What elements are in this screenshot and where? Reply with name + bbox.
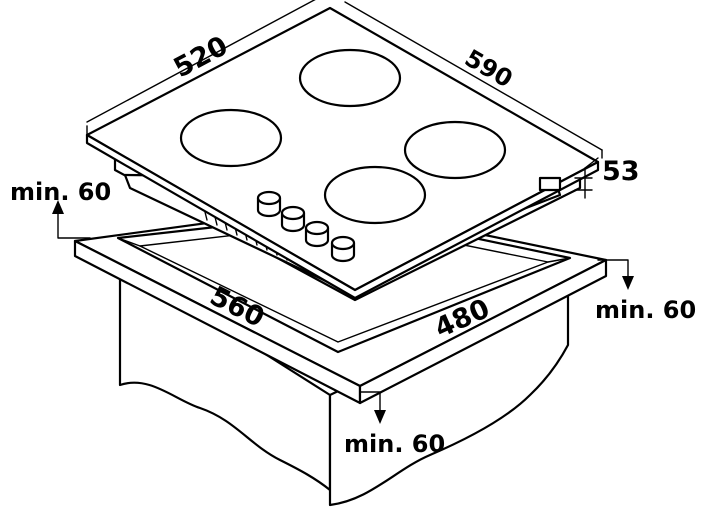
cutout-inner-corner [139, 245, 549, 343]
hob-glass-edge [85, 133, 600, 300]
hob [85, 6, 600, 302]
control-knob-3 [304, 220, 330, 248]
dimension-560-line [117, 237, 339, 353]
clearance-label-right: min. 60 [595, 296, 696, 324]
clearance-label-front: min. 60 [344, 430, 445, 458]
clearance-front-arrow [359, 391, 386, 424]
dimension-590 [344, 1, 603, 159]
cooking-zone-front [323, 165, 427, 225]
dimension-label-590: 590 [460, 44, 517, 93]
clearance-label-left: min. 60 [10, 178, 111, 206]
dimension-label-53: 53 [602, 156, 640, 187]
dimension-480-line [337, 257, 571, 353]
clearance-left-arrow [52, 200, 91, 239]
hob-side-bracket [538, 176, 562, 192]
control-knob-4 [330, 235, 356, 263]
cabinet [118, 260, 570, 507]
countertop-side-edge [358, 258, 608, 405]
cooking-zone-back [298, 48, 402, 108]
cooking-zone-right [403, 120, 507, 180]
control-knob-1 [256, 190, 282, 218]
cooking-zone-left [179, 108, 283, 168]
clearance-right-arrow [597, 259, 634, 290]
control-knob-2 [280, 205, 306, 233]
cabinet-front-wall [118, 260, 332, 492]
dimension-53 [574, 157, 599, 199]
dimension-520 [86, 0, 316, 136]
cabinet-side-wall [328, 278, 570, 507]
